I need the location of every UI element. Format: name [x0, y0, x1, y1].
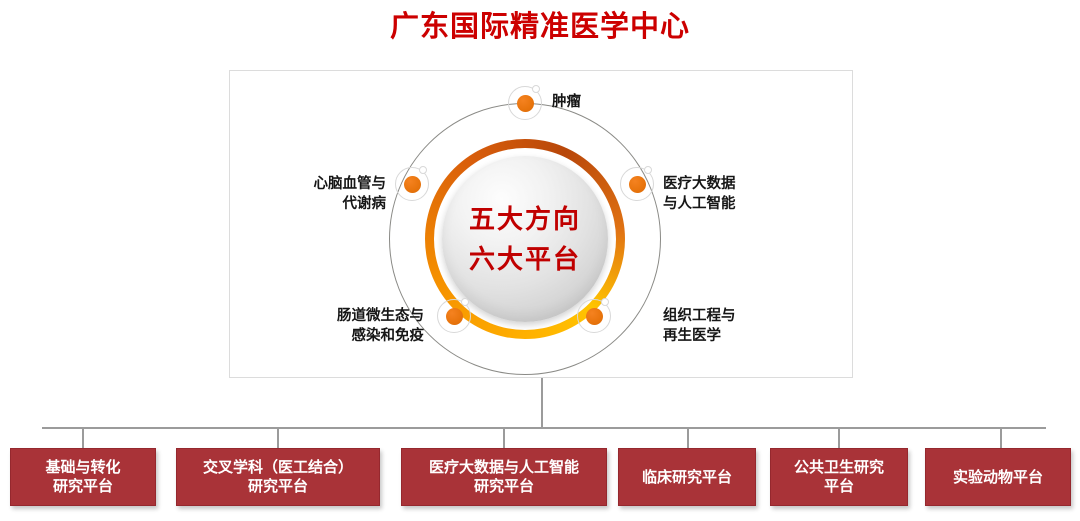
- platform-box-lab-animal[interactable]: 实验动物平台: [925, 448, 1071, 506]
- platform-label-big-data-ai-platform-line2: 研究平台: [473, 478, 534, 495]
- platform-box-basic-translational[interactable]: 基础与转化 研究平台: [10, 448, 156, 506]
- direction-label-tissue-eng: 组织工程与 再生医学: [663, 306, 736, 346]
- direction-label-gut-microbiome: 肠道微生态与 感染和免疫: [276, 306, 424, 346]
- connector-drop-5: [838, 427, 840, 449]
- direction-label-big-data-ai: 医疗大数据 与人工智能: [663, 174, 736, 214]
- direction-label-tumor: 肿瘤: [552, 92, 581, 112]
- platform-label-basic-translational-line1: 基础与转化: [45, 459, 121, 476]
- connector-drop-3: [503, 427, 505, 449]
- connector-crossbar: [42, 427, 1046, 429]
- platform-label-basic-translational-line2: 研究平台: [52, 478, 113, 495]
- orbit-diagram: 五大方向 六大平台 肿瘤 医疗大数据 与人工智能 组织工程与 再生医学 肠道微生…: [229, 70, 853, 378]
- center-sphere: 五大方向 六大平台: [442, 156, 608, 322]
- connector-drop-6: [1000, 427, 1002, 449]
- direction-label-big-data-ai-line2: 与人工智能: [663, 196, 736, 212]
- center-line-1: 五大方向: [468, 204, 581, 234]
- platform-label-public-health-line2: 平台: [823, 478, 854, 495]
- platform-label-interdisciplinary-line2: 研究平台: [247, 478, 308, 495]
- page-title: 广东国际精准医学中心: [389, 11, 690, 43]
- connector-drop-4: [687, 427, 689, 449]
- platform-box-clinical-research[interactable]: 临床研究平台: [618, 448, 756, 506]
- center-line-2: 六大平台: [468, 244, 581, 274]
- platform-label-public-health-line1: 公共卫生研究: [793, 459, 884, 476]
- direction-label-gut-microbiome-line1: 肠道微生态与: [337, 308, 424, 324]
- platform-box-big-data-ai-platform[interactable]: 医疗大数据与人工智能 研究平台: [401, 448, 607, 506]
- orbit-node-tissue-eng[interactable]: [577, 298, 611, 333]
- platform-box-public-health[interactable]: 公共卫生研究 平台: [770, 448, 908, 506]
- connector-drop-1: [82, 427, 84, 449]
- orbit-node-big-data-ai[interactable]: [620, 166, 654, 201]
- platform-row: 基础与转化 研究平台 交叉学科（医工结合） 研究平台 医疗大数据与人工智能 研究…: [0, 448, 1080, 510]
- platform-box-interdisciplinary[interactable]: 交叉学科（医工结合） 研究平台: [176, 448, 380, 506]
- platform-label-interdisciplinary-line1: 交叉学科（医工结合）: [202, 459, 353, 476]
- direction-label-cardio-meta-line2: 代谢病: [342, 196, 387, 212]
- platform-label-lab-animal-line1: 实验动物平台: [952, 468, 1043, 486]
- connector-stem: [541, 378, 543, 428]
- direction-label-tumor-line1: 肿瘤: [552, 94, 581, 110]
- direction-label-tissue-eng-line2: 再生医学: [663, 328, 721, 344]
- platform-label-clinical-research-line1: 临床研究平台: [641, 468, 732, 486]
- direction-label-cardio-meta-line1: 心脑血管与: [313, 176, 387, 192]
- direction-label-cardio-meta: 心脑血管与 代谢病: [256, 174, 387, 214]
- direction-label-gut-microbiome-line2: 感染和免疫: [351, 328, 425, 344]
- orbit-node-tumor[interactable]: [508, 85, 542, 120]
- direction-label-big-data-ai-line1: 医疗大数据: [663, 176, 736, 192]
- orbit-node-gut-microbiome[interactable]: [437, 298, 471, 333]
- orbit-node-cardio-meta[interactable]: [395, 166, 429, 201]
- connector-drop-2: [277, 427, 279, 449]
- platform-label-big-data-ai-platform-line1: 医疗大数据与人工智能: [428, 459, 579, 476]
- direction-label-tissue-eng-line1: 组织工程与: [663, 308, 736, 324]
